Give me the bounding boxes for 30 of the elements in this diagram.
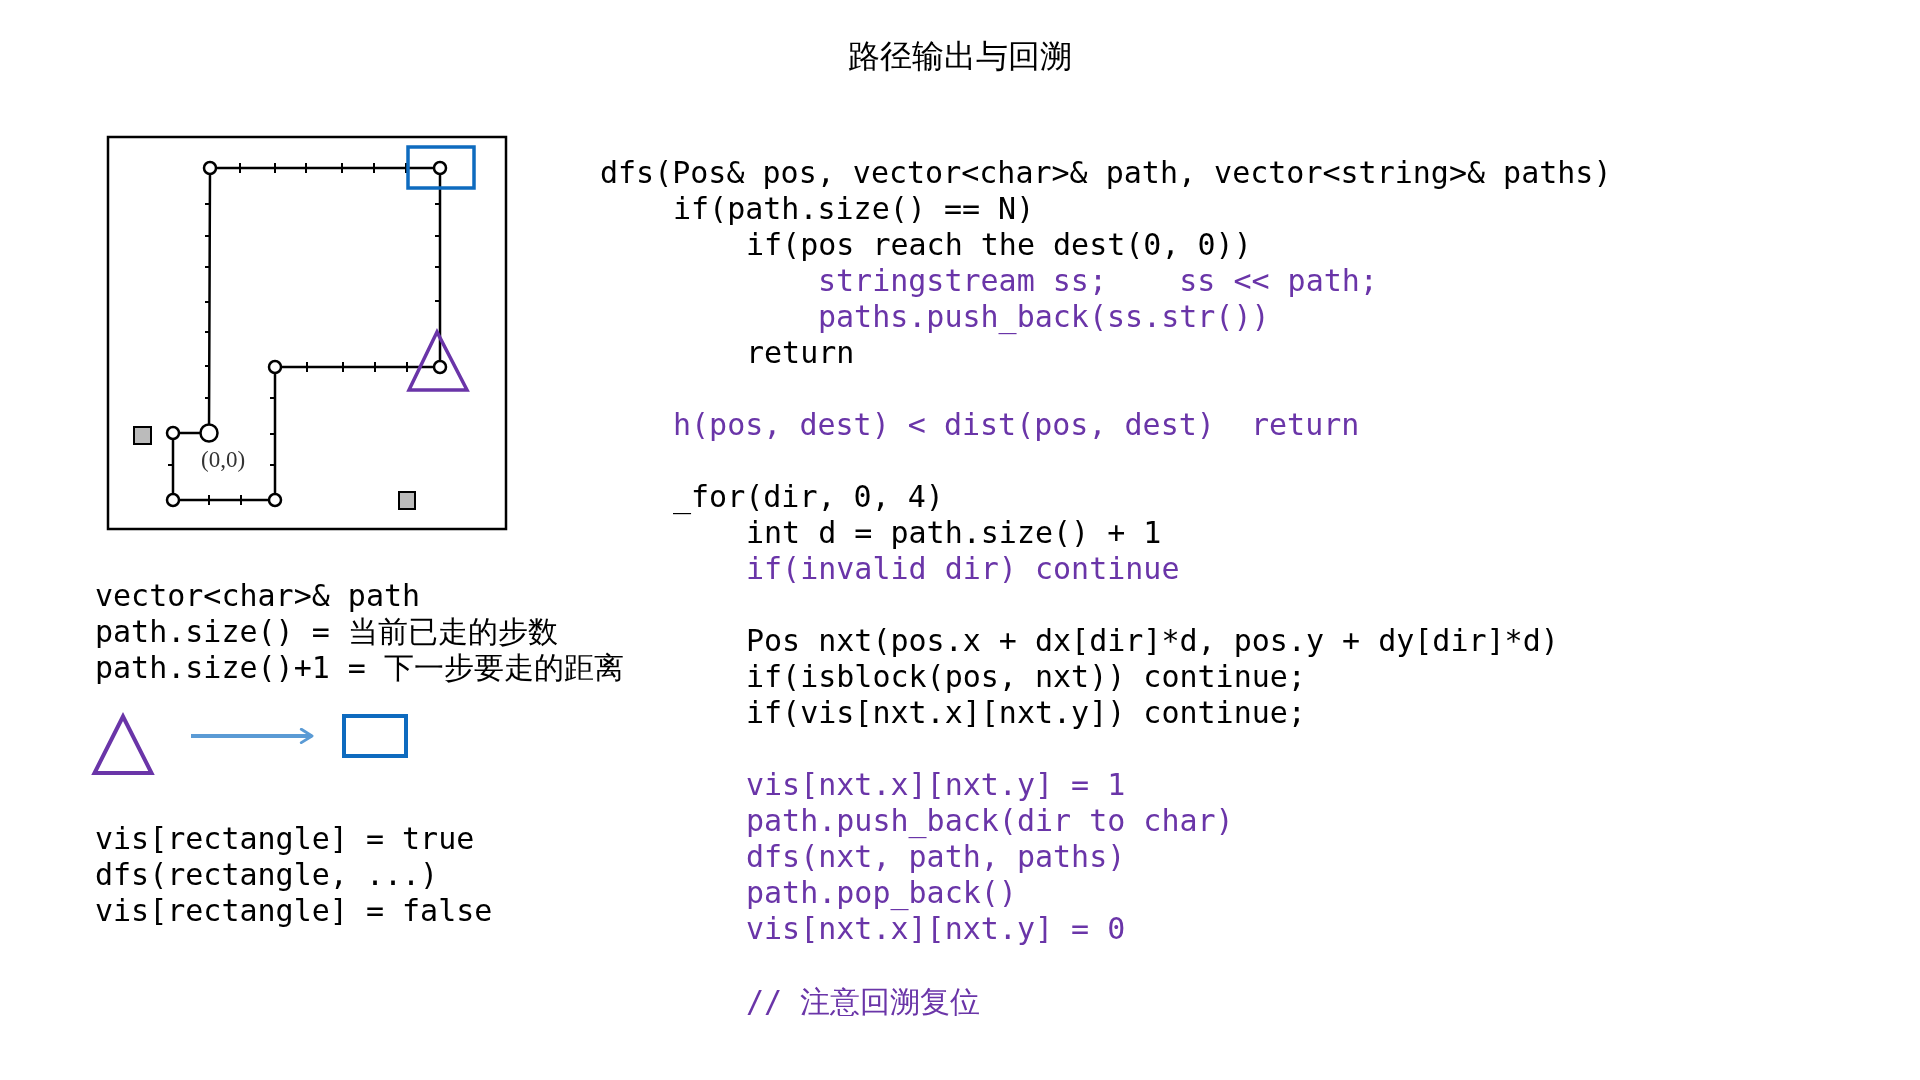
- code-line: dfs(nxt, path, paths): [746, 839, 1126, 875]
- note-text: vector<char>& path: [95, 578, 421, 614]
- code-line: if(invalid dir) continue: [746, 551, 1180, 587]
- code-line: dfs(Pos& pos, vector<char>& path, vector<string>& paths): [600, 155, 1612, 191]
- code-line: Pos nxt(pos.x + dx[dir]*d, pos.y + dy[dir]*d): [746, 623, 1559, 659]
- arrow: [191, 727, 314, 745]
- coordinate-label: (0,0): [201, 447, 246, 473]
- rectangle-shape: [342, 714, 408, 758]
- code-line: _for(dir, 0, 4): [673, 479, 944, 515]
- note-text: dfs(rectangle, ...): [95, 857, 439, 893]
- code-line: vis[nxt.x][nxt.y] = 0: [746, 911, 1126, 947]
- code-line: if(path.size() == N): [673, 191, 1035, 227]
- code-line: vis[nxt.x][nxt.y] = 1: [746, 767, 1126, 803]
- code-line: paths.push_back(ss.str()): [818, 299, 1270, 335]
- code-line: if(vis[nxt.x][nxt.y]) continue;: [746, 695, 1306, 731]
- code-line: if(pos reach the dest(0, 0)): [746, 227, 1252, 263]
- slide-title: 路径输出与回溯: [847, 37, 1073, 76]
- note-text: vis[rectangle] = true: [95, 821, 475, 857]
- code-line: path.push_back(dir to char): [746, 803, 1234, 839]
- code-line: // 注意回溯复位: [746, 984, 981, 1020]
- note-text: path.size()+1 = 下一步要走的距离: [95, 650, 624, 686]
- code-line: int d = path.size() + 1: [746, 515, 1162, 551]
- triangle-shape: [92, 714, 154, 775]
- note-text: vis[rectangle] = false: [95, 893, 493, 929]
- code-line: return: [746, 335, 855, 371]
- code-line: h(pos, dest) < dist(pos, dest) return: [673, 407, 1360, 443]
- note-text: path.size() = 当前已走的步数: [95, 614, 558, 650]
- code-line: path.pop_back(): [746, 875, 1017, 911]
- code-line: if(isblock(pos, nxt)) continue;: [746, 659, 1306, 695]
- code-line: stringstream ss; ss << path;: [818, 263, 1378, 299]
